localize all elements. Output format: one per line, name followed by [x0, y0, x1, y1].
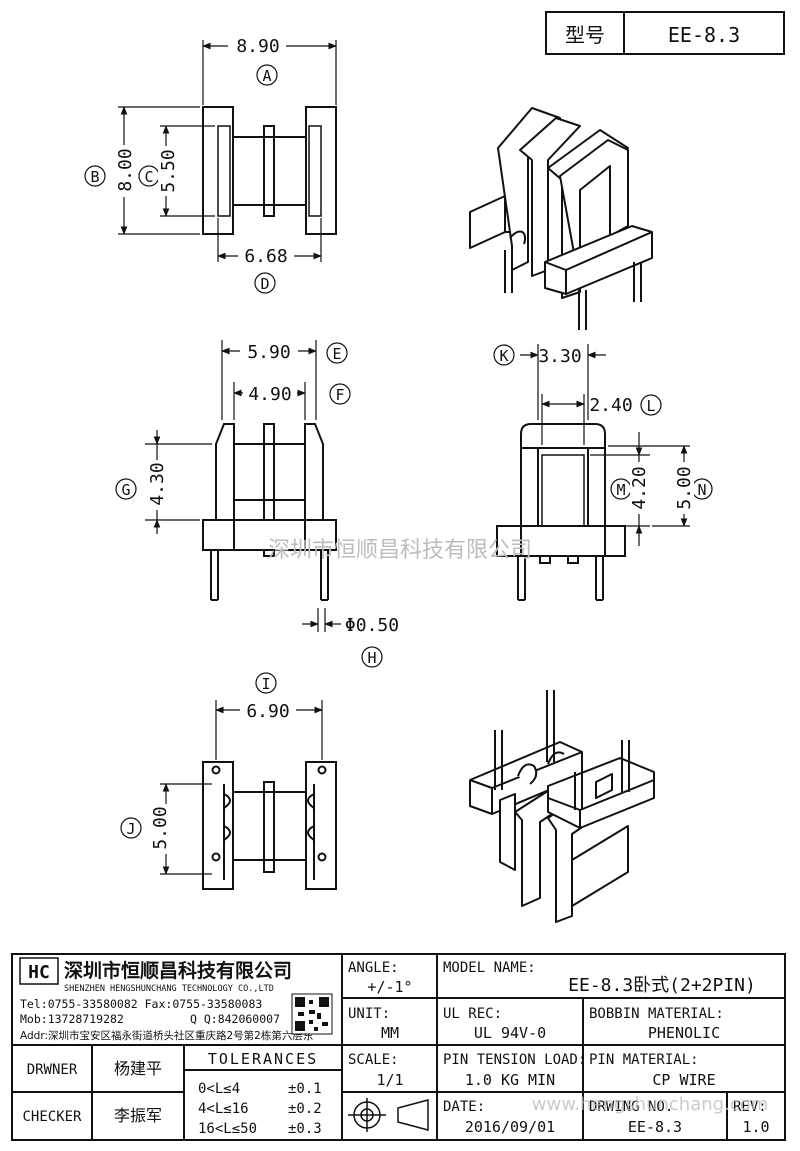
dim-n-value: 5.00 — [674, 466, 695, 509]
dim-d-tag: D — [260, 275, 269, 293]
dim-g-value: 4.30 — [147, 462, 168, 505]
ul-value: UL 94V-0 — [474, 1024, 546, 1042]
dim-c-tag: C — [144, 168, 153, 186]
dim-e-tag: E — [332, 345, 341, 363]
dim-h-value: Φ0.50 — [345, 615, 399, 636]
drawer-label: DRWNER — [27, 1062, 78, 1078]
company-tel: Tel:0755-33580082 Fax:0755-33580083 — [20, 997, 262, 1011]
checker-value: 李振军 — [114, 1106, 162, 1125]
type-label: 型号 — [565, 23, 605, 47]
dim-i-tag: I — [261, 675, 270, 693]
title-block-frame — [11, 953, 786, 1141]
dim-h-tag: H — [367, 649, 376, 667]
dim-l-tag: L — [646, 397, 655, 415]
company-name-cn: 深圳市恒顺昌科技有限公司 — [64, 959, 292, 982]
company-addr: Addr:深圳市宝安区福永街道桥头社区重庆路2号第2栋第六层东 — [20, 1029, 313, 1042]
projection-symbol — [348, 1098, 429, 1132]
tol-value-2: ±0.2 — [288, 1101, 322, 1117]
side-view — [496, 423, 626, 601]
company-logo: HC — [19, 957, 59, 985]
pin-tension-value: 1.0 KG MIN — [465, 1071, 555, 1089]
drawing-no-value: EE-8.3 — [628, 1118, 682, 1136]
dim-f-value: 4.90 — [248, 384, 291, 405]
dim-e-value: 5.90 — [247, 342, 290, 363]
qr-code — [291, 993, 333, 1035]
ul-label: UL REC: — [443, 1006, 502, 1022]
dim-f-tag: F — [335, 386, 344, 404]
side-view-dims — [493, 344, 713, 546]
dim-j-value: 5.00 — [150, 806, 171, 849]
front-view — [202, 423, 337, 601]
type-value: EE-8.3 — [668, 23, 740, 47]
dim-g-tag: G — [121, 481, 130, 499]
dim-a-value: 8.90 — [236, 36, 279, 57]
dim-b-value: 8.00 — [115, 148, 136, 191]
company-mob: Mob:13728719282 — [20, 1012, 124, 1026]
company-qq: Q Q:842060007 — [190, 1012, 280, 1026]
tolerances-title: TOLERANCES — [208, 1050, 318, 1068]
angle-value: +/-1° — [367, 978, 412, 996]
unit-value: MM — [381, 1024, 399, 1042]
pin-material-value: CP WIRE — [652, 1071, 715, 1089]
scale-value: 1/1 — [376, 1071, 403, 1089]
iso-view-1 — [469, 107, 653, 330]
tol-range-2: 4<L≤16 — [198, 1101, 249, 1117]
pin-material-label: PIN MATERIAL: — [589, 1052, 699, 1068]
dim-n-tag: N — [697, 481, 706, 499]
drawing-no-label: DRWING NO. — [589, 1099, 673, 1115]
tol-range-3: 16<L≤50 — [198, 1121, 257, 1137]
dim-m-tag: M — [616, 481, 625, 499]
scale-label: SCALE: — [348, 1052, 399, 1068]
dim-k-value: 3.30 — [538, 346, 581, 367]
tol-value-3: ±0.3 — [288, 1121, 322, 1137]
bobbin-value: PHENOLIC — [648, 1024, 720, 1042]
tol-range-1: 0<L≤4 — [198, 1081, 240, 1097]
dim-a-tag: A — [262, 67, 271, 85]
bobbin-label: BOBBIN MATERIAL: — [589, 1006, 724, 1022]
date-value: 2016/09/01 — [465, 1118, 555, 1136]
dim-l-value: 2.40 — [589, 395, 632, 416]
dim-d-value: 6.68 — [244, 246, 287, 267]
iso-view-2 — [469, 690, 655, 923]
top-view — [202, 106, 337, 235]
pin-tension-label: PIN TENSION LOAD: — [443, 1052, 586, 1068]
dim-b-tag: B — [90, 168, 99, 186]
model-label: MODEL NAME: — [443, 960, 536, 976]
checker-label: CHECKER — [22, 1109, 82, 1125]
watermark-text: 深圳市恒顺昌科技有限公司 — [268, 538, 532, 563]
dim-i-value: 6.90 — [246, 701, 289, 722]
bottom-view — [202, 761, 337, 890]
company-name-en: SHENZHEN HENGSHUNCHANG TECHNOLOGY CO.,LT… — [64, 984, 274, 994]
watermark-url: www.hengshunchang.com — [532, 1094, 769, 1115]
model-value: EE-8.3卧式(2+2PIN) — [568, 975, 756, 996]
angle-label: ANGLE: — [348, 960, 399, 976]
dim-c-value: 5.50 — [158, 149, 179, 192]
tol-value-1: ±0.1 — [288, 1081, 322, 1097]
dim-m-value: 4.20 — [629, 466, 650, 509]
type-header: 型号 EE-8.3 — [545, 11, 785, 55]
date-label: DATE: — [443, 1099, 485, 1115]
rev-value: 1.0 — [742, 1118, 769, 1136]
svg-text:HC: HC — [28, 962, 50, 983]
dim-k-tag: K — [499, 347, 508, 365]
drawer-value: 杨建平 — [114, 1059, 162, 1078]
rev-label: REV: — [733, 1099, 767, 1115]
dim-j-tag: J — [126, 820, 135, 838]
unit-label: UNIT: — [348, 1006, 390, 1022]
